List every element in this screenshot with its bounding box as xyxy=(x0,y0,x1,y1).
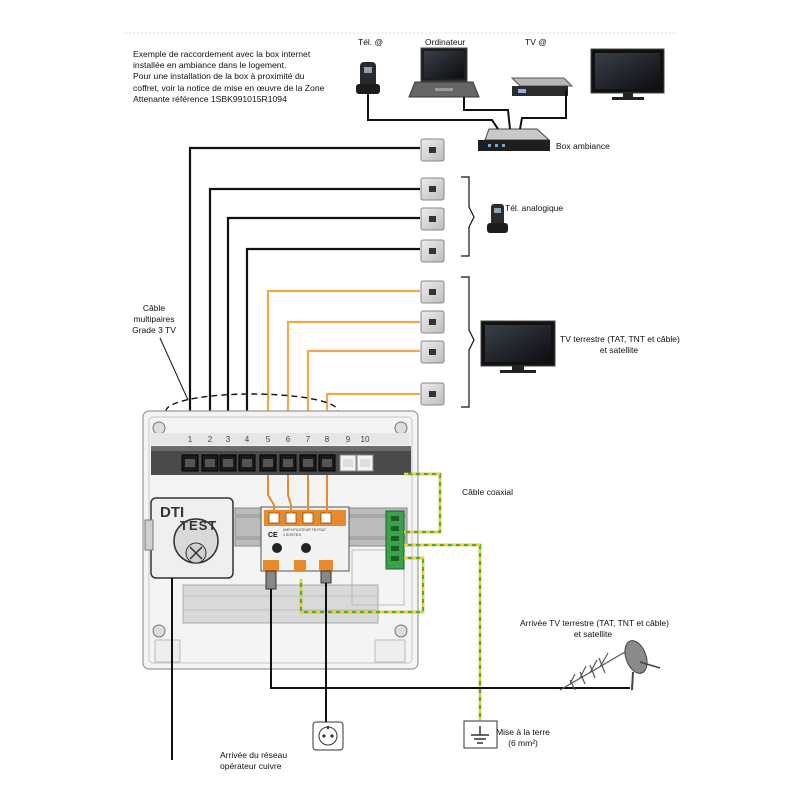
tv-terrestrial-line: TV terrestre (TAT, TNT et câble) xyxy=(560,334,680,344)
operator-line: Arrivée du réseau xyxy=(220,750,288,760)
rj45-port xyxy=(339,454,357,472)
port-number: 4 xyxy=(244,435,250,444)
coax-cable-label: Câble coaxial xyxy=(462,487,514,497)
laptop-icon xyxy=(408,47,480,98)
wall-outlet-icon xyxy=(420,239,445,263)
operator-line: opérateur cuivre xyxy=(220,761,282,771)
phone-cables xyxy=(188,146,420,452)
tv-icon xyxy=(590,48,665,100)
antenna-input-label: Arrivée TV terrestre (TAT, TNT et câble)… xyxy=(520,618,669,640)
multipair-cable-label: Câble multipaires Grade 3 TV xyxy=(120,303,188,336)
earth-label: Mise à la terre (6 mm²) xyxy=(493,727,553,749)
box-label: Box ambiance xyxy=(556,141,610,151)
power-socket-icon xyxy=(312,721,344,751)
port-number: 3 xyxy=(225,435,231,444)
port-number: 8 xyxy=(324,435,330,444)
earth-symbol-icon xyxy=(463,720,498,749)
dti-box xyxy=(144,497,234,579)
port-number: 6 xyxy=(285,435,291,444)
earth-line: (6 mm²) xyxy=(508,738,538,748)
antenna-icon xyxy=(559,651,626,691)
computer-label: Ordinateur xyxy=(425,37,466,47)
rj45-port xyxy=(356,454,374,472)
amp-patch-cords xyxy=(267,475,328,513)
tv-icon xyxy=(480,320,556,373)
wall-outlet-icon xyxy=(420,207,445,231)
ce-mark: CE xyxy=(268,532,278,539)
earth-terminal-block xyxy=(385,510,405,570)
antenna-input-line: et satellite xyxy=(573,629,613,639)
rj45-port xyxy=(279,454,297,472)
amp-label-line: 4 SORTIES xyxy=(283,533,302,537)
set-top-box-icon xyxy=(510,77,574,96)
rj45-ports xyxy=(181,454,374,472)
multipair-line: Grade 3 TV xyxy=(132,325,176,335)
port-number: 2 xyxy=(207,435,213,444)
port-number: 1 xyxy=(187,435,193,444)
telephone-icon xyxy=(356,62,380,94)
amp-label-line: AMPLIFICATEUR TNT/SAT xyxy=(283,528,326,532)
amp-label: AMPLIFICATEUR TNT/SAT 4 SORTIES xyxy=(283,528,326,538)
port-number: 10 xyxy=(360,435,370,444)
router-icon xyxy=(478,128,551,151)
tv-ip-label: TV @ xyxy=(525,37,547,47)
rj45-port xyxy=(299,454,317,472)
multipair-leader-line xyxy=(159,337,189,401)
outlets xyxy=(420,138,445,406)
wall-outlet-icon xyxy=(420,280,445,304)
external-cables xyxy=(171,578,630,760)
earth-cables xyxy=(299,472,482,732)
rj45-port xyxy=(238,454,256,472)
telephone-icon xyxy=(487,204,508,233)
earth-line: Mise à la terre xyxy=(496,727,550,737)
tv-terrestrial-line: et satellite xyxy=(599,345,639,355)
tv-terrestrial-label: TV terrestre (TAT, TNT et câble) et sate… xyxy=(560,334,680,356)
intro-line: installée en ambiance dans le logement. xyxy=(133,60,287,71)
wall-outlet-icon xyxy=(420,177,445,201)
satellite-dish-icon xyxy=(624,640,661,691)
multipair-line: multipaires xyxy=(133,314,175,324)
multipair-line: Câble xyxy=(142,303,166,313)
operator-input-label: Arrivée du réseau opérateur cuivre xyxy=(220,750,287,772)
port-number: 5 xyxy=(265,435,271,444)
test-label: TEST xyxy=(180,518,218,533)
intro-note: Exemple de raccordement avec la box inte… xyxy=(133,49,353,105)
rj45-port xyxy=(201,454,219,472)
intro-line: coffret, voir la notice de mise en œuvre… xyxy=(133,82,325,93)
analog-phone-label: Tél. analogique xyxy=(505,203,564,213)
rj45-port xyxy=(219,454,237,472)
wall-outlet-icon xyxy=(420,310,445,334)
wall-outlet-icon xyxy=(420,382,445,406)
tv-bracket xyxy=(461,276,475,408)
intro-line: Pour une installation de la box à proxim… xyxy=(133,71,305,82)
wall-outlet-icon xyxy=(420,340,445,364)
ethernet-cables xyxy=(367,90,567,130)
wall-outlet-icon xyxy=(420,138,445,162)
tv-amplifier xyxy=(260,506,350,590)
analog-bracket xyxy=(461,176,475,257)
tel-ip-label: Tél. @ xyxy=(358,37,384,47)
rj45-port xyxy=(318,454,336,472)
intro-line: Attenante référence 1SBK991015R1094 xyxy=(133,93,287,104)
rj45-port xyxy=(181,454,199,472)
dti-label: DTI xyxy=(160,504,185,521)
port-number: 9 xyxy=(345,435,351,444)
antenna-input-line: Arrivée TV terrestre (TAT, TNT et câble) xyxy=(520,618,669,628)
intro-line: Exemple de raccordement avec la box inte… xyxy=(133,49,311,59)
port-number: 7 xyxy=(305,435,311,444)
rj45-port xyxy=(259,454,277,472)
